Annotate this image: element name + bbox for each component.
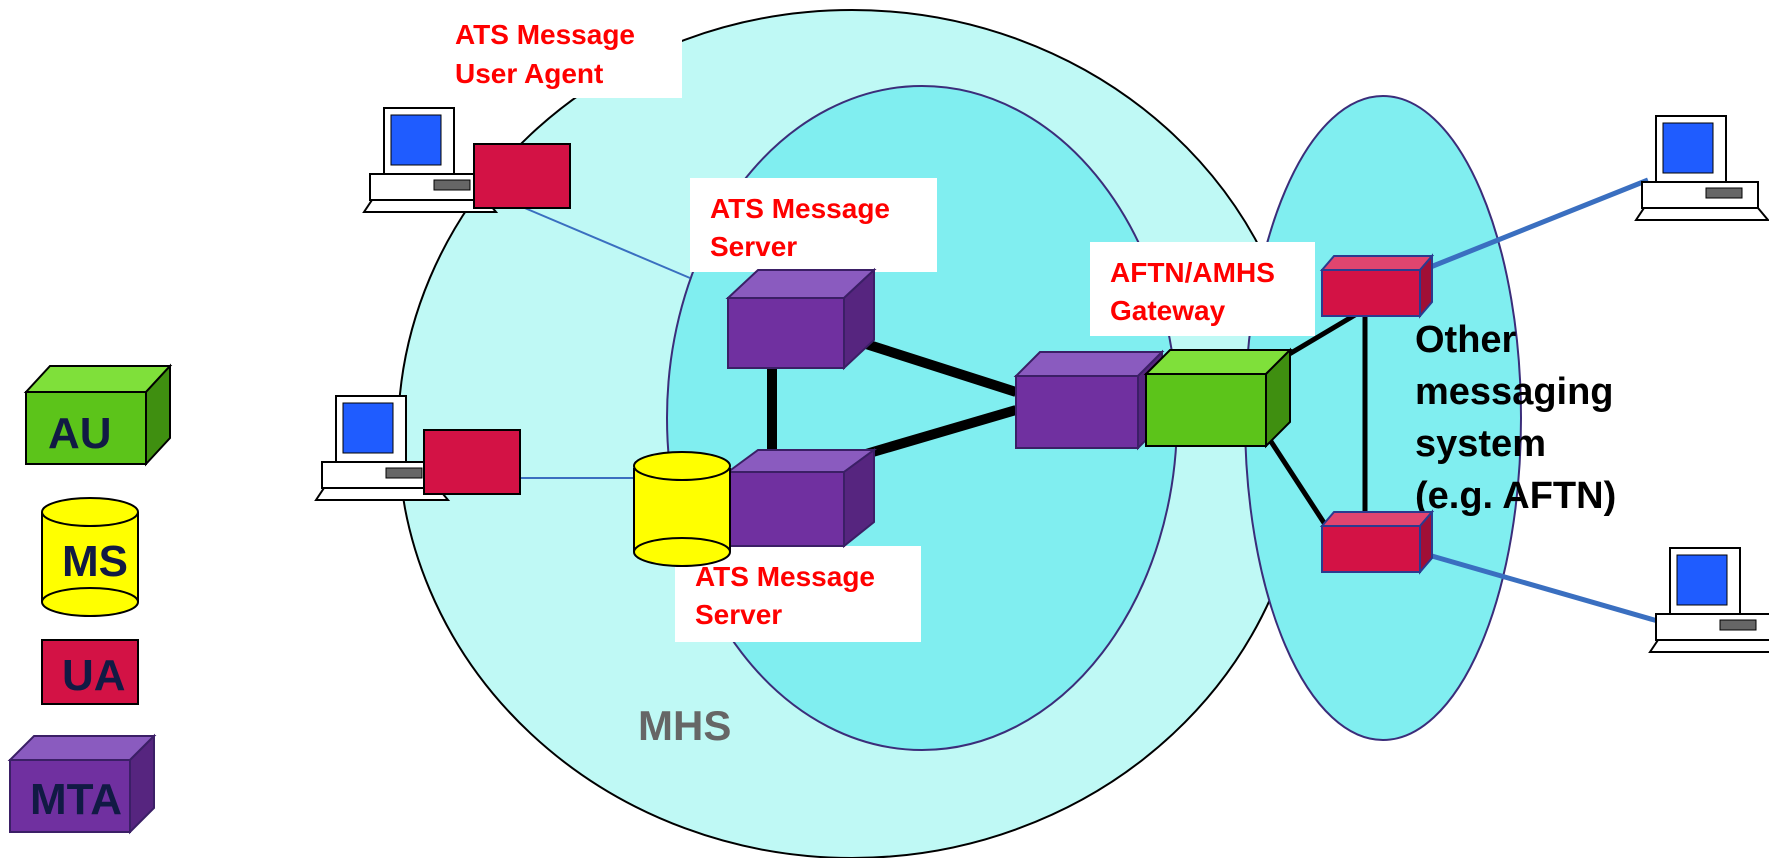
other-ua-bottom [1319,509,1435,575]
legend-au-label: AU [48,409,112,458]
ua-box-top [473,143,571,209]
mta-top [725,267,877,371]
ua-top-label-box [445,2,682,98]
gateway-label-box [1090,242,1315,336]
other-system-label: Other messaging system (e.g. AFTN) [1415,319,1624,517]
mta-link-top-gateway [864,339,1018,397]
server-bottom-label: ATS Message Server [695,561,883,630]
gateway-mta [1013,349,1165,451]
computer-icon [1648,547,1769,653]
legend-ua-label: UA [62,651,126,700]
mhs-label: MHS [638,702,731,749]
mta-link-bottom-gateway [864,405,1018,459]
ua-top-label: ATS Message User Agent [455,19,643,89]
computer-icon [362,107,499,213]
external-link-bottom [1417,549,1683,631]
legend-mta-label: MTA [30,775,122,824]
legend-ms-label: MS [62,537,128,586]
legend-mta: MTA [7,733,157,835]
gateway-label: AFTN/AMHS Gateway [1110,257,1283,326]
external-link-top [1427,177,1649,271]
gateway-link-top [1284,309,1362,359]
legend-ms: MS [41,497,139,617]
server-top-label-box [690,178,937,272]
gateway-au [1143,347,1293,449]
mta-bottom [724,448,878,549]
ua-box-middle [423,429,521,495]
gateway-link-bottom [1267,438,1333,534]
computer-icon [1634,115,1769,221]
legend-au: AU [23,363,173,467]
computer-icon [314,395,451,501]
ms-cylinder [633,451,731,567]
server-top-label: ATS Message Server [710,193,898,262]
legend-ua: UA [41,639,139,705]
other-ua-top [1319,253,1435,319]
ua-top-link [519,205,691,279]
